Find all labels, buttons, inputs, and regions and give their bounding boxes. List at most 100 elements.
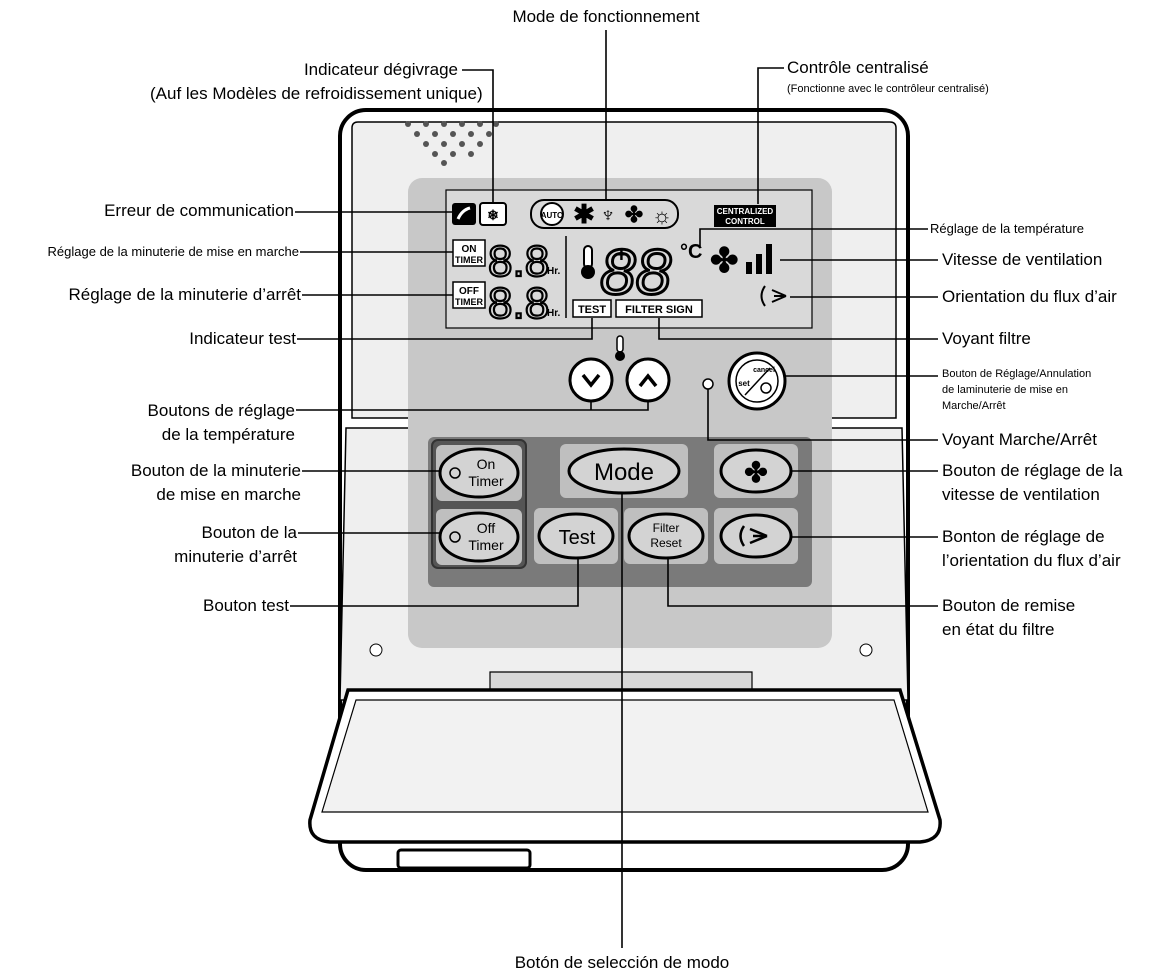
label-temp-buttons-1: Boutons de réglage [147,401,295,420]
svg-text:❄: ❄ [487,207,499,223]
airflow-button[interactable] [719,513,793,559]
label-fan-btn-2: vitesse de ventilation [942,485,1100,504]
celsius-unit: °C [680,241,702,263]
filter-sign-text: FILTER SIGN [625,304,693,316]
test-indicator-box [572,299,612,318]
centralized-line1: CENTRALIZED [717,207,774,216]
label-power-lamp: Voyant Marche/Arrêt [942,430,1097,449]
label-set-cancel-1: Bouton de Réglage/Annulation [942,368,1092,380]
power-icon [760,382,772,394]
label-comm-error: Erreur de communication [104,201,294,220]
label-temp-setting: Réglage de la température [930,221,1084,236]
mode-icons: AUTO ✱ ♆ ✤ ☼ [530,199,679,229]
filter-sign-box [615,299,703,318]
label-on-timer-btn-2: de mise en marche [156,485,301,504]
speaker-grille-icon [405,121,499,166]
label-on-timer-setting: Réglage de la minuterie de mise en march… [47,244,299,259]
on-label-2: TIMER [455,255,483,265]
screw-left [369,643,383,657]
on-label-1: ON [462,244,477,255]
off-label-2: TIMER [455,297,483,307]
label-filter-reset-2: en état du filtre [942,620,1055,639]
centralized-control-badge [714,205,776,227]
fan-speed-bar-2 [756,254,762,274]
auto-mode-label: AUTO [541,211,564,220]
fan-speed-display-icon: ✤ [710,242,739,280]
centralized-line2: CONTROL [725,217,765,226]
label-test-btn: Bouton test [202,596,289,615]
temperature-plus: + [615,242,628,267]
filter-reset-button[interactable]: Filter Reset [627,512,705,560]
lid-tab [396,848,532,870]
label-airflow-btn-2: l’orientation du flux d’air [942,551,1121,570]
test-button-label: Test [559,527,596,549]
on-timer-btn-line1: On [477,456,496,472]
off-timer-hr: Hr. [547,308,561,319]
fan-speed-bar-3 [766,244,772,274]
screw-right [859,643,873,657]
label-defrost-1: Indicateur dégivrage [303,60,458,79]
label-off-timer-btn-1: Bouton de la [201,523,297,542]
cool-mode-icon: ✱ [573,199,595,229]
auto-mode-icon [540,202,564,226]
label-filter-reset-1: Bouton de remise [942,596,1076,615]
leader-lines [290,30,938,948]
temp-down-button[interactable] [568,357,614,403]
comm-error-icon [452,203,476,225]
dry-mode-icon: ♆ [600,202,617,227]
test-indicator-text: TEST [578,304,606,316]
label-set-cancel-3: Marche/Arrêt [942,400,1006,412]
label-central-2: (Fonctionne avec le contrôleur centralis… [787,83,989,95]
temperature-digits: 88 [600,236,672,308]
set-label: set [738,379,750,388]
filter-btn-line1: Filter [653,521,680,535]
fan-speed-button[interactable]: ✤ [719,448,793,494]
label-mode-select: Botón de selección de modo [514,953,730,972]
on-timer-hr: Hr. [547,266,561,277]
airflow-icon [739,525,768,547]
label-fan-btn-1: Bouton de réglage de la [942,461,1123,480]
temp-thermometer-icon [615,335,625,361]
mode-button-label: Mode [594,459,654,486]
label-set-cancel-2: de laminuterie de mise en [942,384,1068,396]
on-timer-button[interactable]: On Timer [438,447,520,499]
on-timer-label-box [452,239,486,267]
label-on-timer-btn-1: Bouton de la minuterie [130,461,301,480]
label-airflow-btn-1: Bonton de réglage de [942,527,1105,546]
on-timer-btn-line2: Timer [468,473,504,489]
clock-icon [449,467,461,479]
clock-icon [449,531,461,543]
label-test-indicator: Indicateur test [189,329,296,348]
defrost-icon [479,202,507,226]
filter-btn-line2: Reset [650,536,682,550]
label-airflow: Orientation du flux d’air [942,287,1117,306]
off-timer-btn-line1: Off [477,520,496,536]
temp-up-button[interactable] [625,357,671,403]
label-defrost-2: (Auf les Modèles de refroidissement uniq… [150,84,483,103]
label-central-1: Contrôle centralisé [787,58,929,77]
label-off-timer-setting: Réglage de la minuterie d’arrêt [68,285,301,304]
off-timer-digits: 8.8 [488,279,549,328]
mode-button[interactable]: Mode [567,447,681,495]
power-lamp [702,378,714,390]
set-cancel-button[interactable]: set cancel [727,351,787,411]
cancel-label: cancel [753,367,775,374]
airflow-display-icon [760,285,787,307]
on-timer-digits: 8.8 [488,237,549,286]
off-timer-btn-line2: Timer [468,537,504,553]
heat-mode-icon: ☼ [652,203,672,228]
fan-mode-icon: ✤ [625,202,643,227]
off-timer-label-box [452,281,486,309]
label-temp-buttons-2: de la température [161,425,295,444]
label-off-timer-btn-2: minuterie d’arrêt [174,547,297,566]
fan-speed-bar-1 [746,262,752,274]
off-label-1: OFF [459,286,479,297]
fan-icon: ✤ [744,457,767,488]
label-filter-lamp: Voyant filtre [942,329,1031,348]
test-button[interactable]: Test [537,512,615,560]
off-timer-button[interactable]: Off Timer [438,511,520,563]
label-mode-operation: Mode de fonctionnement [512,7,700,26]
thermometer-icon [581,245,595,279]
